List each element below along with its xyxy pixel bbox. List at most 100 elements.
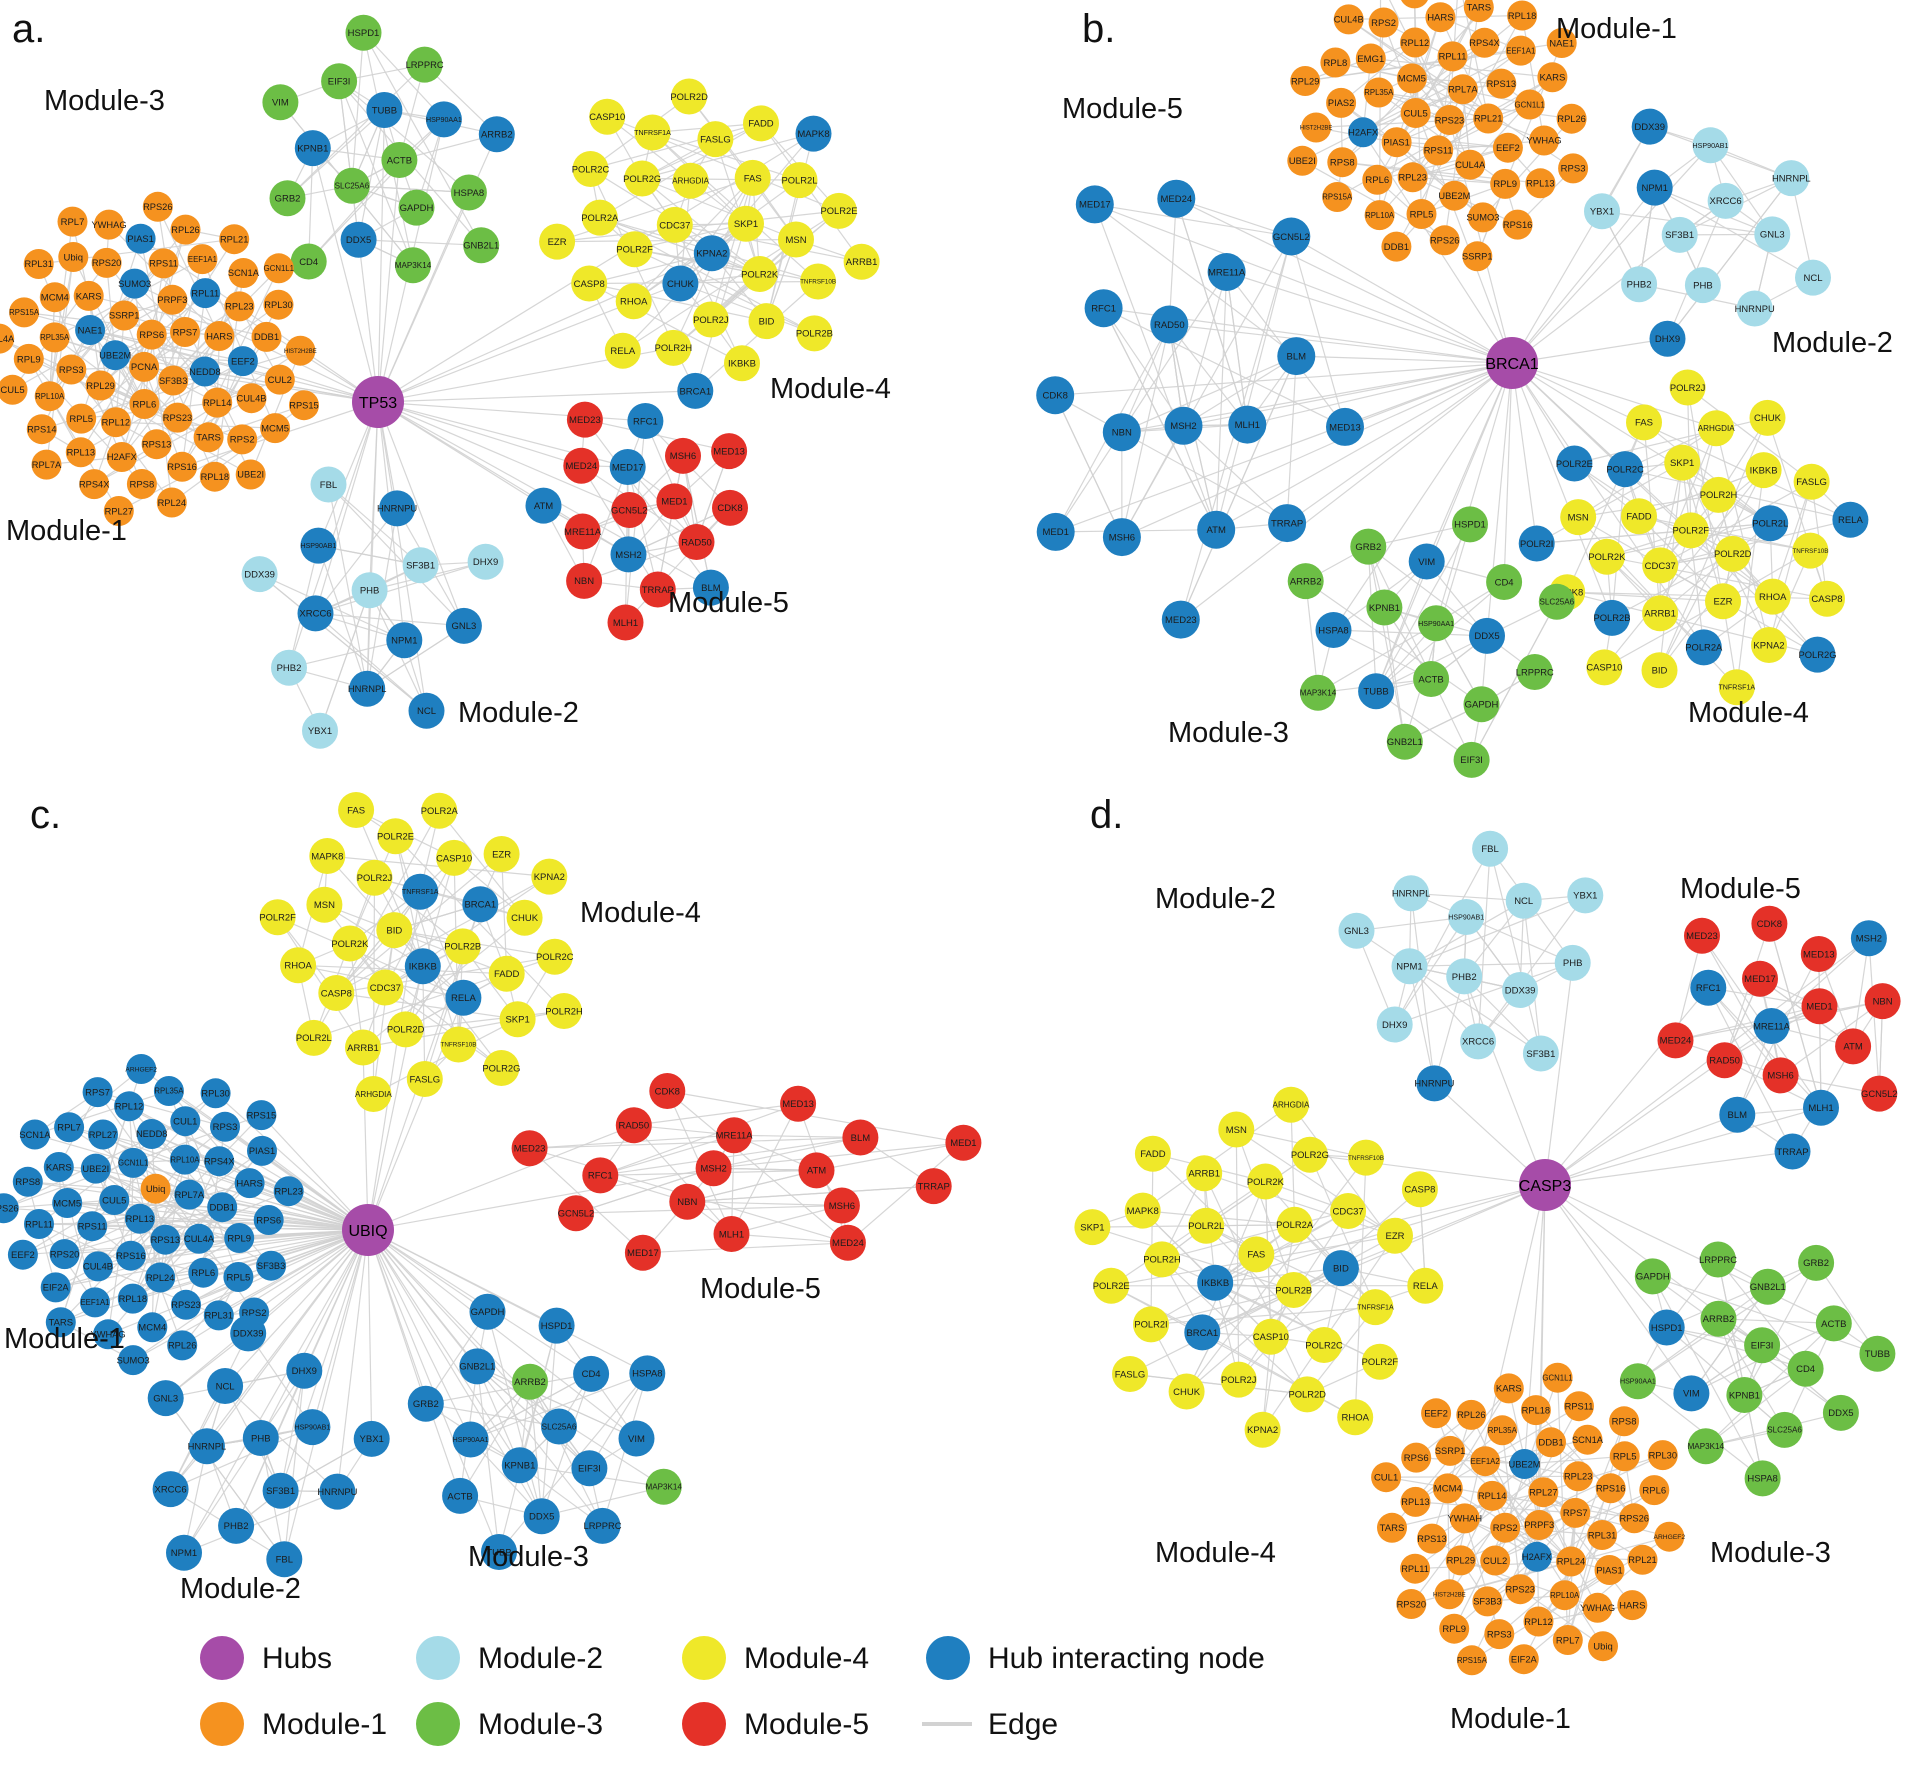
gene-label-RPL35A: RPL35A <box>1364 88 1394 97</box>
gene-label-SF3B1: SF3B1 <box>266 1486 295 1497</box>
gene-label-MED1: MED1 <box>661 497 687 508</box>
gene-node-XRCC6 <box>297 595 334 632</box>
gene-node-MAPK8 <box>309 838 346 874</box>
gene-label-RPL14: RPL14 <box>203 398 231 408</box>
gene-label-ARHGDIA: ARHGDIA <box>672 177 709 186</box>
gene-node-POLR2C <box>1607 451 1644 488</box>
gene-label-MLH1: MLH1 <box>719 1229 744 1240</box>
gene-label-RPL5: RPL5 <box>227 1272 251 1283</box>
gene-node-RHOA <box>615 283 652 320</box>
gene-label-RPL7: RPL7 <box>61 217 85 228</box>
gene-node-RPL7 <box>1552 1625 1583 1655</box>
gene-node-EEF1A1 <box>1505 35 1536 66</box>
gene-node-NCL <box>1795 259 1831 296</box>
gene-label-RPS15A: RPS15A <box>9 308 40 317</box>
edge <box>22 1199 115 1256</box>
gene-label-CDC37: CDC37 <box>659 220 690 231</box>
gene-label-ACTB: ACTB <box>1418 674 1443 685</box>
gene-label-MED17: MED17 <box>1744 974 1776 985</box>
gene-node-VIM <box>1408 543 1445 580</box>
gene-label-RPL24: RPL24 <box>1557 1557 1585 1567</box>
edge <box>317 545 368 689</box>
edge <box>1624 468 1851 521</box>
gene-label-CDK8: CDK8 <box>655 1086 680 1097</box>
gene-node-MED13 <box>780 1085 817 1122</box>
gene-label-TARS: TARS <box>196 433 221 444</box>
edge <box>1574 417 1768 465</box>
gene-node-RPL13 <box>1400 1486 1431 1517</box>
edge <box>1701 935 1782 1076</box>
gene-node-SUMO3 <box>119 268 150 299</box>
gene-label-YWHAG: YWHAG <box>1526 136 1561 146</box>
gene-node-MAPK8 <box>795 115 832 152</box>
legend-label: Module-4 <box>744 1642 869 1675</box>
gene-node-CDC37 <box>656 206 693 243</box>
gene-node-HSPD1 <box>345 14 382 51</box>
gene-label-ARRB2: ARRB2 <box>514 1377 546 1388</box>
gene-node-POLR2J <box>1220 1361 1257 1398</box>
gene-label-NCL: NCL <box>417 706 436 717</box>
gene-node-KPNA2 <box>1751 627 1787 663</box>
gene-label-RPS7: RPS7 <box>173 327 198 338</box>
gene-node-ARHGEF2 <box>126 1054 157 1084</box>
gene-node-RPS2 <box>1490 1512 1521 1543</box>
gene-node-GCN1L1 <box>1514 89 1545 120</box>
gene-node-SF3B3 <box>1472 1586 1503 1617</box>
gene-node-TNFRSF1A <box>402 873 439 910</box>
gene-label-MSH2: MSH2 <box>615 550 641 561</box>
gene-label-POLR2K: POLR2K <box>331 938 369 949</box>
edge <box>1290 1104 1296 1225</box>
gene-label-CUL4A: CUL4A <box>0 334 15 344</box>
edge <box>367 1229 648 1374</box>
gene-label-UBE2M: UBE2M <box>1438 191 1470 201</box>
gene-label-EEF1A1: EEF1A1 <box>1506 46 1535 55</box>
gene-node-HARS <box>1617 1590 1648 1621</box>
edge <box>1296 355 1513 364</box>
gene-label-PIAS2: PIAS2 <box>1328 98 1354 108</box>
gene-node-RPL9 <box>1439 1613 1470 1644</box>
gene-label-CASP10: CASP10 <box>589 111 625 122</box>
gene-node-MED17 <box>609 449 646 485</box>
gene-label-RPL10A: RPL10A <box>35 392 65 401</box>
gene-label-TNFRSF10B: TNFRSF10B <box>800 279 836 286</box>
gene-node-NEDD8 <box>189 356 220 387</box>
gene-label-BID: BID <box>1333 1263 1349 1274</box>
edge <box>377 252 713 403</box>
gene-label-HIST2H2BE: HIST2H2BE <box>1300 126 1333 132</box>
gene-label-H2AFX: H2AFX <box>1522 1552 1552 1562</box>
gene-label-SSRP1: SSRP1 <box>1435 1446 1466 1456</box>
gene-label-HSP90AB1: HSP90AB1 <box>1448 914 1484 922</box>
hub-node-TP53 <box>352 376 404 428</box>
gene-node-SSRP1 <box>109 300 140 331</box>
edge <box>652 132 819 282</box>
module-label: Module-1 <box>4 1323 125 1355</box>
edge <box>1503 362 1513 583</box>
gene-label-EEF1A2: EEF1A2 <box>1471 1457 1500 1466</box>
gene-label-YWHAH: YWHAH <box>1447 1514 1482 1524</box>
gene-node-RPL24 <box>1556 1546 1586 1577</box>
edge <box>600 1136 861 1176</box>
gene-node-TNFRSF10B <box>1348 1139 1384 1176</box>
gene-label-XRCC6: XRCC6 <box>299 609 331 620</box>
gene-node-RAD50 <box>615 1107 652 1144</box>
gene-label-GAPDH: GAPDH <box>471 1307 505 1318</box>
gene-node-EZR <box>483 836 520 872</box>
gene-node-LRPPRC <box>1516 654 1553 690</box>
edge <box>584 419 730 452</box>
gene-label-BLM: BLM <box>851 1133 871 1144</box>
gene-label-HNRNPU: HNRNPU <box>377 503 417 514</box>
gene-label-HARS: HARS <box>1619 1600 1645 1611</box>
gene-label-MAP3K14: MAP3K14 <box>1688 1442 1725 1451</box>
gene-label-POLR2I: POLR2I <box>1134 1319 1167 1330</box>
gene-node-HNRNPL <box>1773 160 1810 197</box>
gene-node-DDX5 <box>523 1498 560 1535</box>
gene-label-RPS8: RPS8 <box>129 479 154 490</box>
gene-label-RHOA: RHOA <box>284 961 312 972</box>
gene-node-BRCA1 <box>677 372 714 409</box>
gene-node-POLR2K <box>741 256 778 292</box>
edge <box>1666 1262 1817 1329</box>
edge <box>1542 1491 1633 1606</box>
gene-label-NBN: NBN <box>1873 996 1893 1007</box>
gene-label-RPL9: RPL9 <box>227 1233 251 1244</box>
